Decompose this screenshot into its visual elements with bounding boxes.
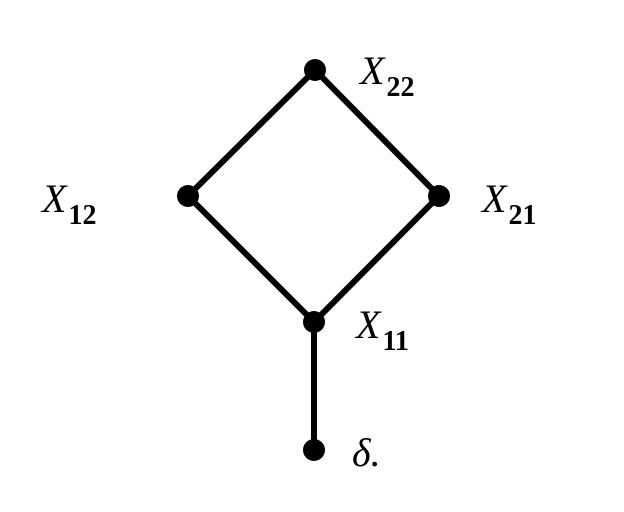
edges [185,67,442,453]
edge-x22-x12 [185,67,318,199]
node-x22 [304,59,326,81]
label-x11: X11 [354,302,409,357]
node-x11 [303,311,325,333]
nodes [177,59,450,461]
label-x21: X21 [480,176,536,231]
edge-x21-x11 [311,193,442,325]
node-delta [303,439,325,461]
edge-x12-x11 [185,193,317,325]
label-x12: X12 [40,176,96,231]
label-delta: δ. [352,430,381,475]
node-x12 [177,185,199,207]
label-x22: X22 [358,48,414,103]
edge-x22-x21 [312,67,442,199]
node-x21 [428,185,450,207]
